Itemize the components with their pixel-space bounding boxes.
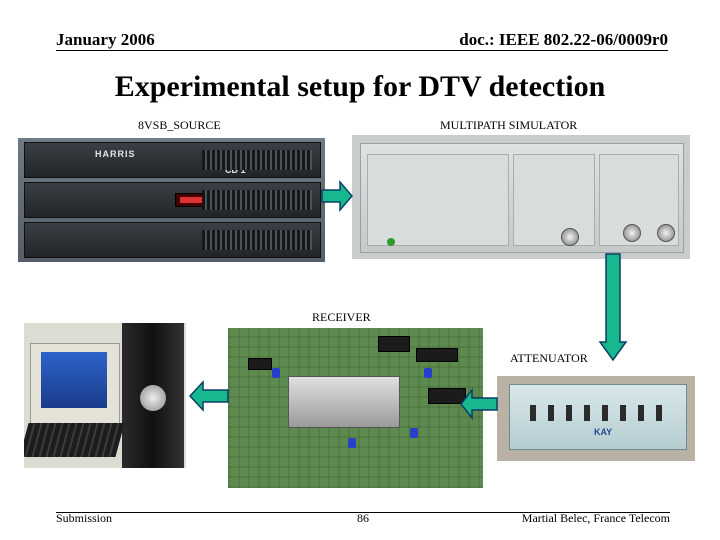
label-receiver: RECEIVER bbox=[312, 310, 371, 324]
tuner-module bbox=[288, 376, 400, 428]
source-photo: HARRIS CD 1 bbox=[18, 138, 325, 262]
power-led bbox=[387, 238, 395, 246]
kay-logo: KAY bbox=[594, 427, 613, 437]
label-attenuator: ATTENUATOR bbox=[510, 351, 588, 365]
connector-knob bbox=[657, 224, 675, 242]
rack-unit bbox=[24, 182, 321, 218]
rack-unit bbox=[24, 222, 321, 258]
arrow-left-icon bbox=[188, 380, 229, 412]
receiver-photo bbox=[228, 328, 483, 488]
connector-knob bbox=[561, 228, 579, 246]
label-simulator: MULTIPATH SIMULATOR bbox=[440, 118, 578, 132]
label-source: 8VSB_SOURCE bbox=[138, 118, 221, 132]
cd1-label: CD 1 bbox=[225, 165, 246, 175]
header-date: January 2006 bbox=[56, 30, 155, 49]
computer-tower bbox=[122, 323, 184, 468]
arrow-right-icon bbox=[321, 179, 353, 213]
attenuator-photo: KAY bbox=[497, 376, 695, 461]
footer-submission: Submission bbox=[56, 511, 113, 525]
pc-photo bbox=[24, 323, 186, 468]
footer-rule bbox=[56, 512, 670, 513]
arrow-left-icon bbox=[460, 387, 498, 421]
slide-title: Experimental setup for DTV detection bbox=[114, 70, 606, 103]
header-doc-id: doc.: IEEE 802.22-06/0009r0 bbox=[459, 30, 668, 49]
harris-logo: HARRIS bbox=[95, 149, 136, 159]
monitor bbox=[30, 343, 120, 425]
footer-author: Martial Belec, France Telecom bbox=[521, 511, 670, 525]
footer-page-number: 86 bbox=[357, 511, 369, 525]
rack-unit: HARRIS CD 1 bbox=[24, 142, 321, 178]
simulator-photo bbox=[352, 135, 690, 259]
header-rule bbox=[56, 50, 668, 51]
connector-knob bbox=[623, 224, 641, 242]
arrow-down-icon bbox=[598, 253, 628, 362]
